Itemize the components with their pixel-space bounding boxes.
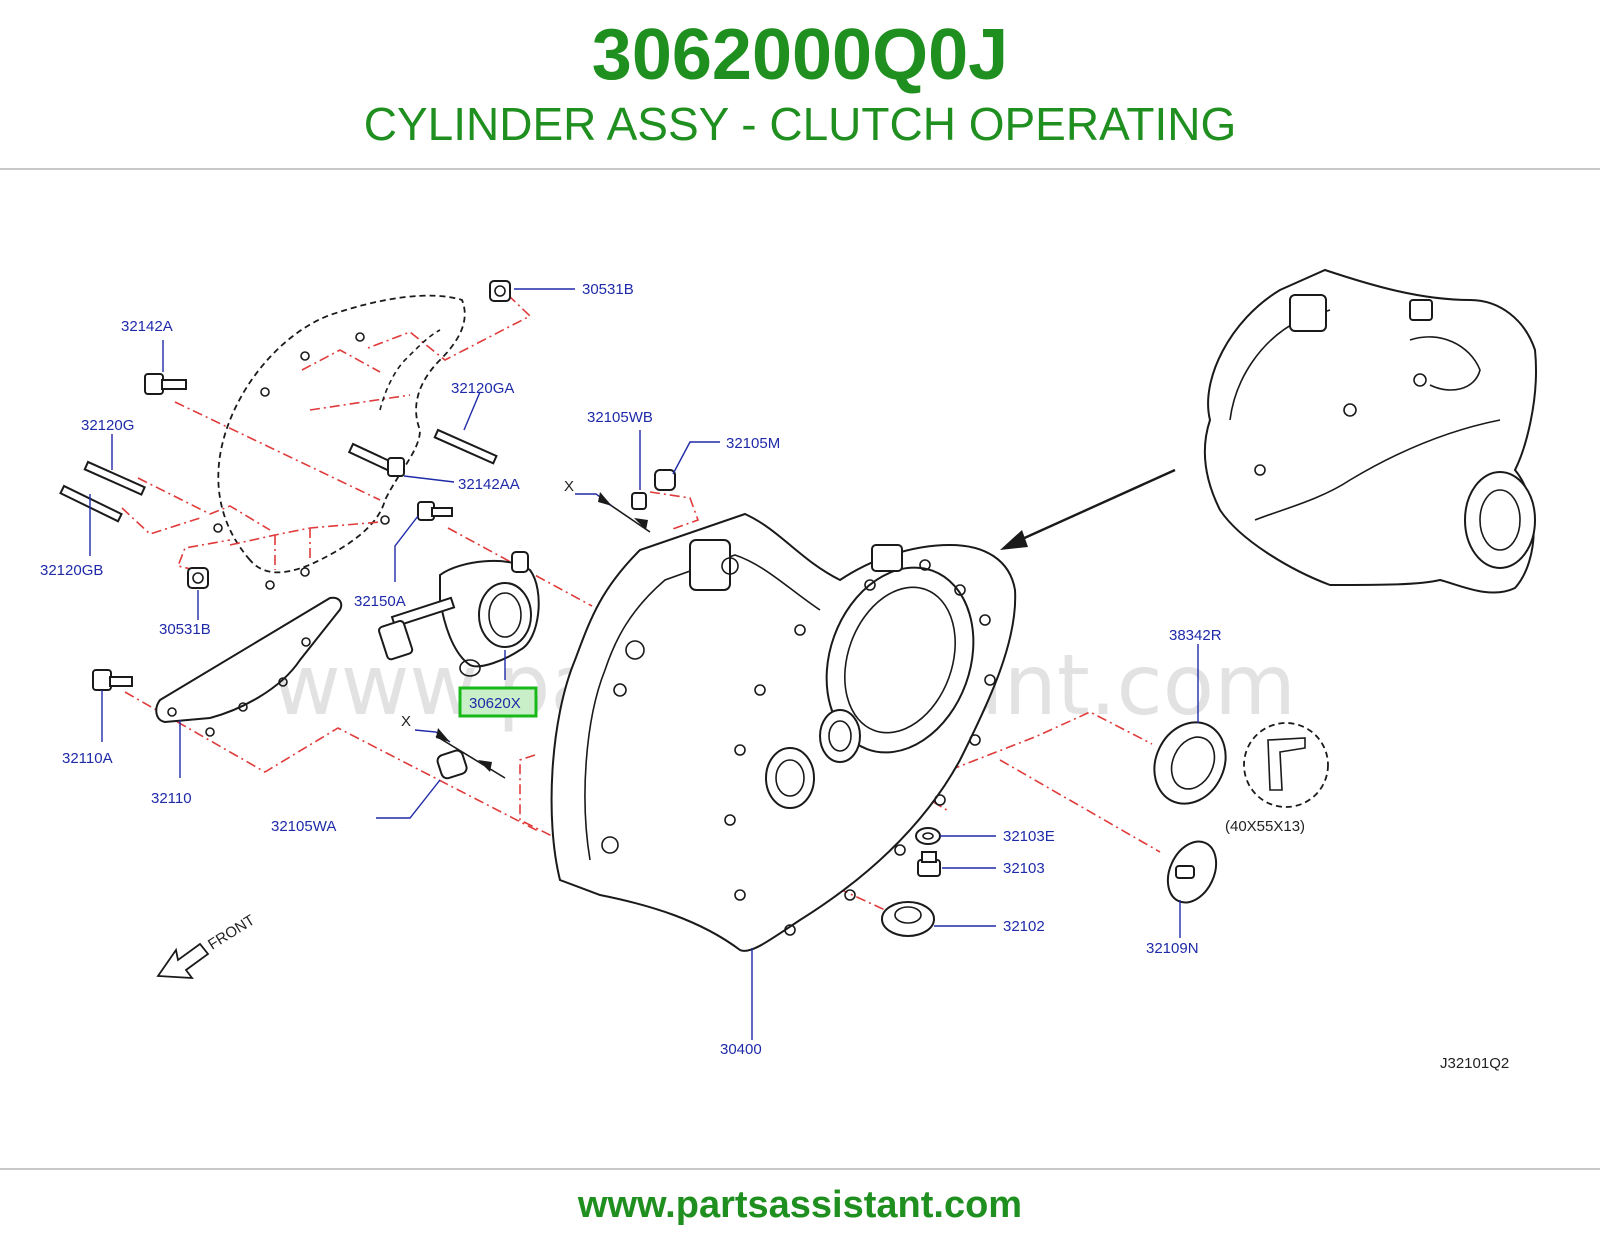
oil-seal-38342R bbox=[1153, 721, 1227, 805]
part-labels: 30531B 32142A 32120GA 32120G 32142AA 321… bbox=[40, 281, 1222, 1058]
label-32105wb: 32105WB bbox=[587, 409, 653, 426]
dowel-32105M bbox=[654, 469, 676, 491]
label-32103: 32103 bbox=[1003, 860, 1045, 877]
label-32103e: 32103E bbox=[1003, 828, 1055, 845]
label-32120g: 32120G bbox=[81, 417, 134, 434]
label-32142aa: 32142AA bbox=[458, 476, 520, 493]
washer-32103E bbox=[915, 827, 941, 845]
x-label-upper: X bbox=[564, 478, 574, 495]
bolt-32110A bbox=[92, 669, 133, 691]
transmission-assembly bbox=[1203, 268, 1537, 594]
bolt-32142AA bbox=[347, 442, 405, 477]
cover-plate-32110 bbox=[155, 596, 343, 737]
stud-32120GB bbox=[59, 484, 123, 523]
label-32142a: 32142A bbox=[121, 318, 173, 335]
page-header: 3062000Q0J CYLINDER ASSY - CLUTCH OPERAT… bbox=[0, 0, 1600, 170]
transmission-case-30400 bbox=[550, 512, 1017, 952]
seal-size-label: (40X55X13) bbox=[1225, 818, 1305, 835]
seal-section-detail bbox=[1243, 722, 1329, 808]
label-30531b-lower: 30531B bbox=[159, 621, 211, 638]
bracket-cover-plate bbox=[213, 294, 466, 590]
label-32102: 32102 bbox=[1003, 918, 1045, 935]
dowel-32105WA bbox=[435, 735, 506, 780]
leader-lines bbox=[89, 288, 1199, 1040]
nut-30531B-top bbox=[489, 280, 511, 302]
x-marker-upper bbox=[575, 492, 648, 530]
label-30620x: 30620X bbox=[469, 695, 521, 712]
highlight-box-30620x bbox=[458, 686, 538, 718]
front-label: FRONT bbox=[205, 912, 258, 954]
label-32109n: 32109N bbox=[1146, 940, 1199, 957]
clutch-operating-cylinder bbox=[378, 551, 540, 677]
label-32110: 32110 bbox=[151, 790, 192, 807]
stud-32120GA bbox=[433, 428, 498, 465]
label-32110a: 32110A bbox=[62, 750, 113, 767]
nut-30531B-lower bbox=[187, 567, 209, 589]
footer-website-link[interactable]: www.partsassistant.com bbox=[577, 1184, 1023, 1226]
label-30531b-top: 30531B bbox=[582, 281, 634, 298]
label-32120gb: 32120GB bbox=[40, 562, 103, 579]
label-32105wa: 32105WA bbox=[271, 818, 336, 835]
cap-32109N bbox=[1166, 840, 1218, 904]
assembly-arrow bbox=[1000, 468, 1176, 550]
footer-divider bbox=[0, 1168, 1600, 1170]
label-30400: 30400 bbox=[720, 1041, 762, 1058]
drawing-code: J32101Q2 bbox=[1440, 1055, 1509, 1072]
front-indicator: FRONT bbox=[156, 912, 258, 980]
part-number-title: 3062000Q0J bbox=[591, 15, 1009, 95]
stud-32120G bbox=[83, 460, 146, 496]
x-label-lower: X bbox=[401, 713, 411, 730]
parts-diagram: www.partsassistant.com bbox=[40, 268, 1537, 1072]
label-32120ga: 32120GA bbox=[451, 380, 514, 397]
part-name-subtitle: CYLINDER ASSY - CLUTCH OPERATING bbox=[363, 98, 1237, 150]
bolt-32150A bbox=[417, 501, 453, 521]
plug-32103 bbox=[917, 851, 941, 877]
bolt-32142A bbox=[144, 373, 187, 395]
header-divider bbox=[0, 168, 1600, 170]
label-32105m: 32105M bbox=[726, 435, 780, 452]
label-38342r: 38342R bbox=[1169, 627, 1222, 644]
label-32150a: 32150A bbox=[354, 593, 406, 610]
seal-32102 bbox=[881, 901, 935, 937]
x-marker-lower bbox=[414, 728, 492, 772]
